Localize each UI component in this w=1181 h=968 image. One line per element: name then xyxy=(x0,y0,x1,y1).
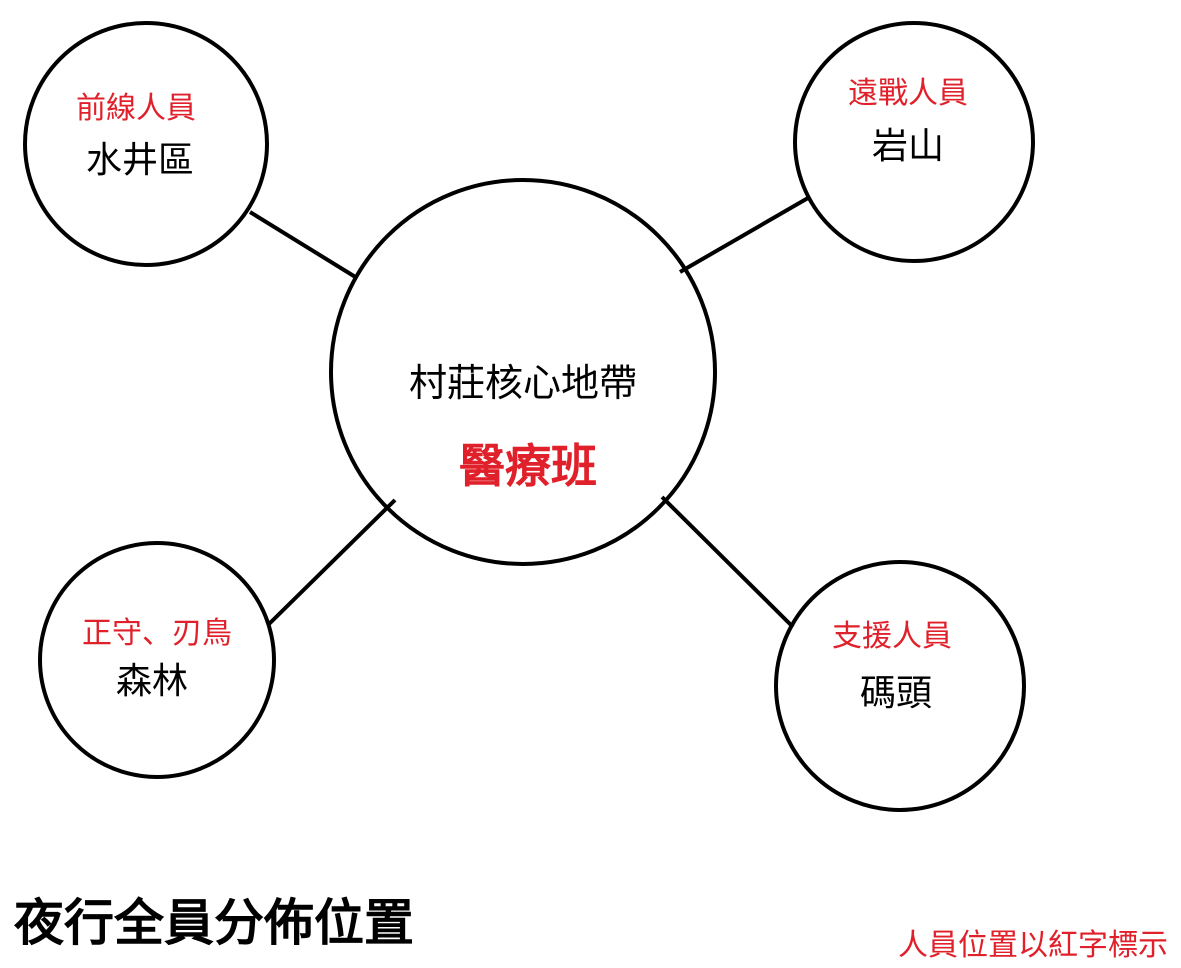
diagram-title: 夜行全員分佈位置 xyxy=(13,893,414,952)
node-circle-well xyxy=(23,21,269,267)
node-location-label: 岩山 xyxy=(872,126,944,167)
node-circle-forest xyxy=(38,541,276,779)
node-location-label: 森林 xyxy=(116,661,188,702)
node-role-label: 遠戰人員 xyxy=(848,76,968,111)
center-location-label: 村莊核心地帶 xyxy=(409,361,637,405)
node-location-label: 水井區 xyxy=(86,140,194,181)
node-role-label: 正守、刃鳥 xyxy=(82,616,232,651)
node-role-label: 支援人員 xyxy=(832,619,952,654)
node-role-label: 前線人員 xyxy=(76,91,196,126)
node-location-label: 碼頭 xyxy=(860,673,932,714)
connector-line-top-left xyxy=(248,210,359,280)
node-circle-dock xyxy=(774,560,1026,812)
connector-line-top-right xyxy=(678,196,810,274)
connector-line-bottom-right xyxy=(660,495,795,629)
center-node-circle xyxy=(329,178,717,566)
center-staff-label: 醫療班 xyxy=(459,439,597,493)
node-circle-rock-mountain xyxy=(793,21,1035,263)
connector-line-bottom-left xyxy=(266,498,397,627)
legend-note: 人員位置以紅字標示 xyxy=(898,928,1168,963)
